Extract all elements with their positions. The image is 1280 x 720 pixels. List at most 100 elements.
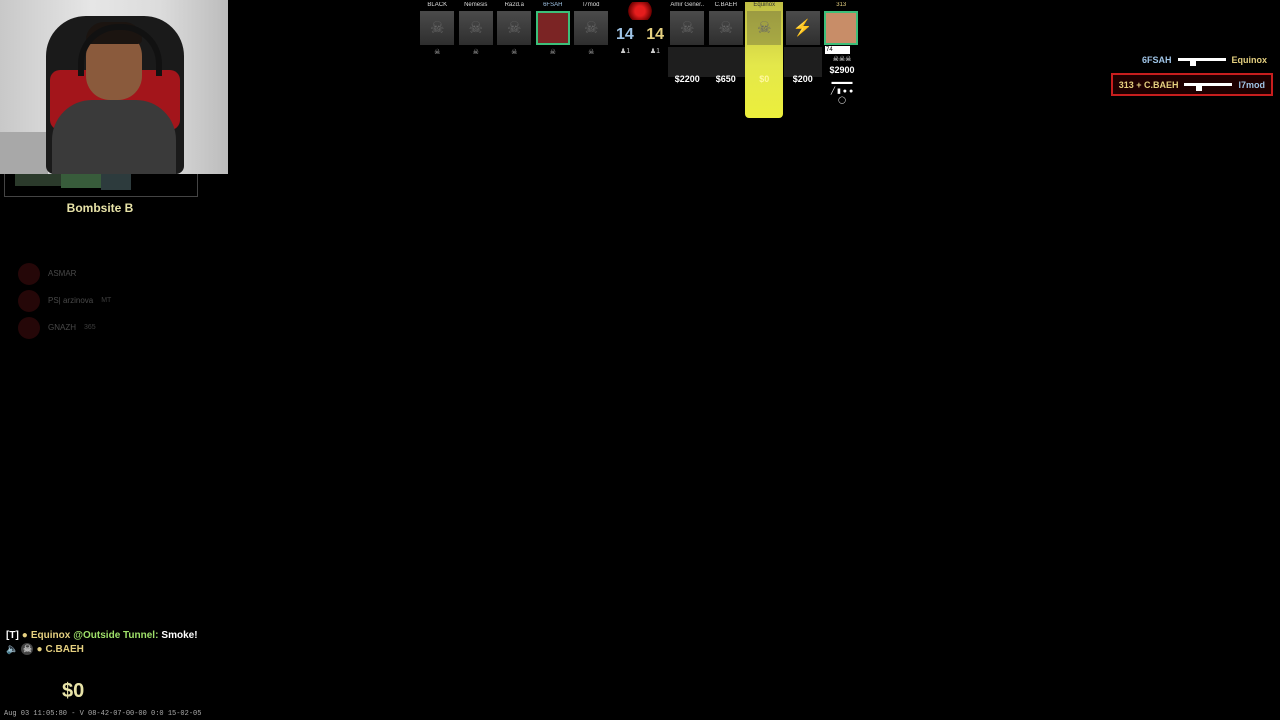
killfeed-victim: l7mod (1238, 79, 1265, 90)
dead-skull-icon: ☠ (434, 49, 441, 56)
player-name: C.BAEH (714, 2, 737, 8)
player-money-display: $0 (62, 680, 85, 702)
ct-player-card: Nemesis ☠ ☠ (457, 2, 496, 56)
player-avatar: ☠ (420, 11, 455, 45)
player-name: Amir Gener.. (670, 2, 705, 8)
voice-line: 🔈 ☠ ● C.BAEH (6, 642, 198, 656)
player-avatar (18, 316, 40, 339)
chat-message: Smoke! (161, 629, 198, 641)
side-player-extra: 365 (84, 324, 96, 331)
side-player-extra: MT (101, 297, 112, 304)
chat-line: [T] ● Equinox @Outside Tunnel: Smoke! (6, 628, 198, 642)
radar-area (61, 174, 101, 188)
player-dot-icon: ● (36, 643, 43, 655)
player-info-box (745, 47, 784, 77)
player-avatar (18, 289, 40, 312)
side-player-list: ASMAR PS| arzinova MT GNAZH 365 (18, 260, 111, 341)
ct-player-card: Ra2d.a ☠ ☠ (495, 2, 534, 56)
grenade-icons: ╱ ▮ ● ● (830, 88, 854, 95)
t-team-bar: Amir Gener.. ☠ $2200 C.BAEH ☠ $650 Equin… (668, 2, 861, 84)
player-avatar (18, 262, 40, 285)
armor-icon: ◯ (838, 97, 846, 104)
player-avatar: ☠ (670, 11, 705, 45)
ct-score: 14 (616, 26, 634, 43)
spectated-player-highlight (745, 2, 783, 118)
side-player-name: PS| arzinova (48, 296, 94, 305)
headset (78, 24, 162, 76)
t-alive-count: ♟1 (649, 48, 660, 55)
chat-player-name: Equinox (30, 629, 71, 641)
health-bar: 74 (825, 46, 850, 54)
utility-icons: ☠☠☠ (832, 56, 852, 63)
killfeed-attacker: 6FSAH (1141, 54, 1172, 65)
player-name: l7mod (583, 2, 600, 8)
speaker-icon: 🔈 (6, 643, 19, 655)
player-name: Ra2d.a (504, 2, 524, 8)
player-info-box (668, 47, 707, 77)
t-player-card: ⚡ $200 (783, 2, 823, 84)
webcam-overlay (0, 0, 228, 174)
player-name: Nemesis (464, 2, 488, 8)
chat-location: @Outside Tunnel: (73, 629, 159, 641)
radar-area (15, 174, 61, 186)
radar-location-label: Bombsite B (66, 201, 134, 215)
side-player-row: PS| arzinova MT (18, 287, 111, 314)
side-player-row: GNAZH 365 (18, 314, 111, 341)
ct-player-card: l7mod ☠ ☠ (572, 2, 611, 56)
player-money: $200 (792, 74, 813, 84)
t-score: 14 (646, 26, 664, 43)
killfeed-entry: 6FSAH Equinox (1136, 50, 1273, 69)
tournament-logo-icon (626, 2, 654, 20)
killfeed-victim: Equinox (1231, 54, 1268, 65)
t-player-card: 313 (822, 2, 861, 84)
ct-alive-count: ♟1 (620, 48, 631, 55)
player-info-box (706, 47, 745, 77)
radar-area (101, 174, 131, 190)
skull-icon: ☠ (21, 643, 34, 655)
player-status-icon: ☠ (549, 49, 556, 56)
player-name: Equinox (753, 2, 776, 8)
player-money: $2200 (674, 74, 700, 84)
side-player-name: ASMAR (48, 269, 77, 278)
player-name: 313 (836, 2, 847, 8)
score-center: 14 14 ♟1 ♟1 (612, 2, 668, 55)
player-money: $0 (759, 74, 770, 84)
player-name: 6FSAH (543, 2, 563, 8)
ct-team-bar: BLACK ☠ ☠ Nemesis ☠ ☠ Ra2d.a ☠ ☠ 6FSAH ☠… (418, 2, 611, 56)
player-avatar: ☠ (708, 11, 743, 45)
chat-box: [T] ● Equinox @Outside Tunnel: Smoke! 🔈 … (6, 628, 198, 656)
player-avatar: ☠ (458, 11, 493, 45)
player-dot-icon: ● (21, 629, 28, 641)
webcam-desk (0, 132, 48, 174)
ct-player-card: 6FSAH ☠ (534, 2, 573, 56)
streamer-shirt (52, 100, 176, 174)
alive-counts: ♟1 ♟1 (612, 47, 668, 55)
player-money: $650 (715, 74, 736, 84)
killfeed-entry: 313 + C.BAEH l7mod (1110, 73, 1273, 96)
player-avatar: ☠ (574, 11, 609, 45)
rifle-icon: ▬▬▬ (831, 79, 853, 86)
player-name: BLACK (427, 2, 448, 8)
dead-skull-icon: ☠ (511, 49, 518, 56)
player-info-box (783, 47, 822, 77)
player-avatar (824, 11, 859, 45)
timestamp: Aug 03 11:05:80 - V 08-42-07-00-00 0:0 1… (4, 710, 202, 718)
player-name (784, 2, 823, 11)
voice-player-name: C.BAEH (45, 643, 84, 655)
dead-skull-icon: ☠ (472, 49, 479, 56)
player-avatar: ☠ (747, 11, 782, 45)
killfeed-attacker: 313 + C.BAEH (1118, 79, 1179, 90)
ct-player-card: BLACK ☠ ☠ (418, 2, 457, 56)
side-player-name: GNAZH (48, 323, 76, 332)
radar-minimap (4, 174, 198, 197)
alive-t-player-details: 74 ☠☠☠ $2900 ▬▬▬ ╱ ▮ ● ● ◯ (823, 46, 861, 104)
player-avatar: ⚡ (785, 11, 820, 45)
t-player-card: Equinox ☠ $0 (745, 2, 784, 84)
chat-team-tag: [T] (6, 629, 19, 641)
player-avatar: ☠ (497, 11, 532, 45)
ak47-icon (1177, 55, 1226, 66)
ak47-icon (1184, 80, 1233, 91)
round-scores: 14 14 (612, 26, 668, 44)
player-avatar (535, 11, 570, 45)
player-money: $2900 (829, 65, 855, 75)
